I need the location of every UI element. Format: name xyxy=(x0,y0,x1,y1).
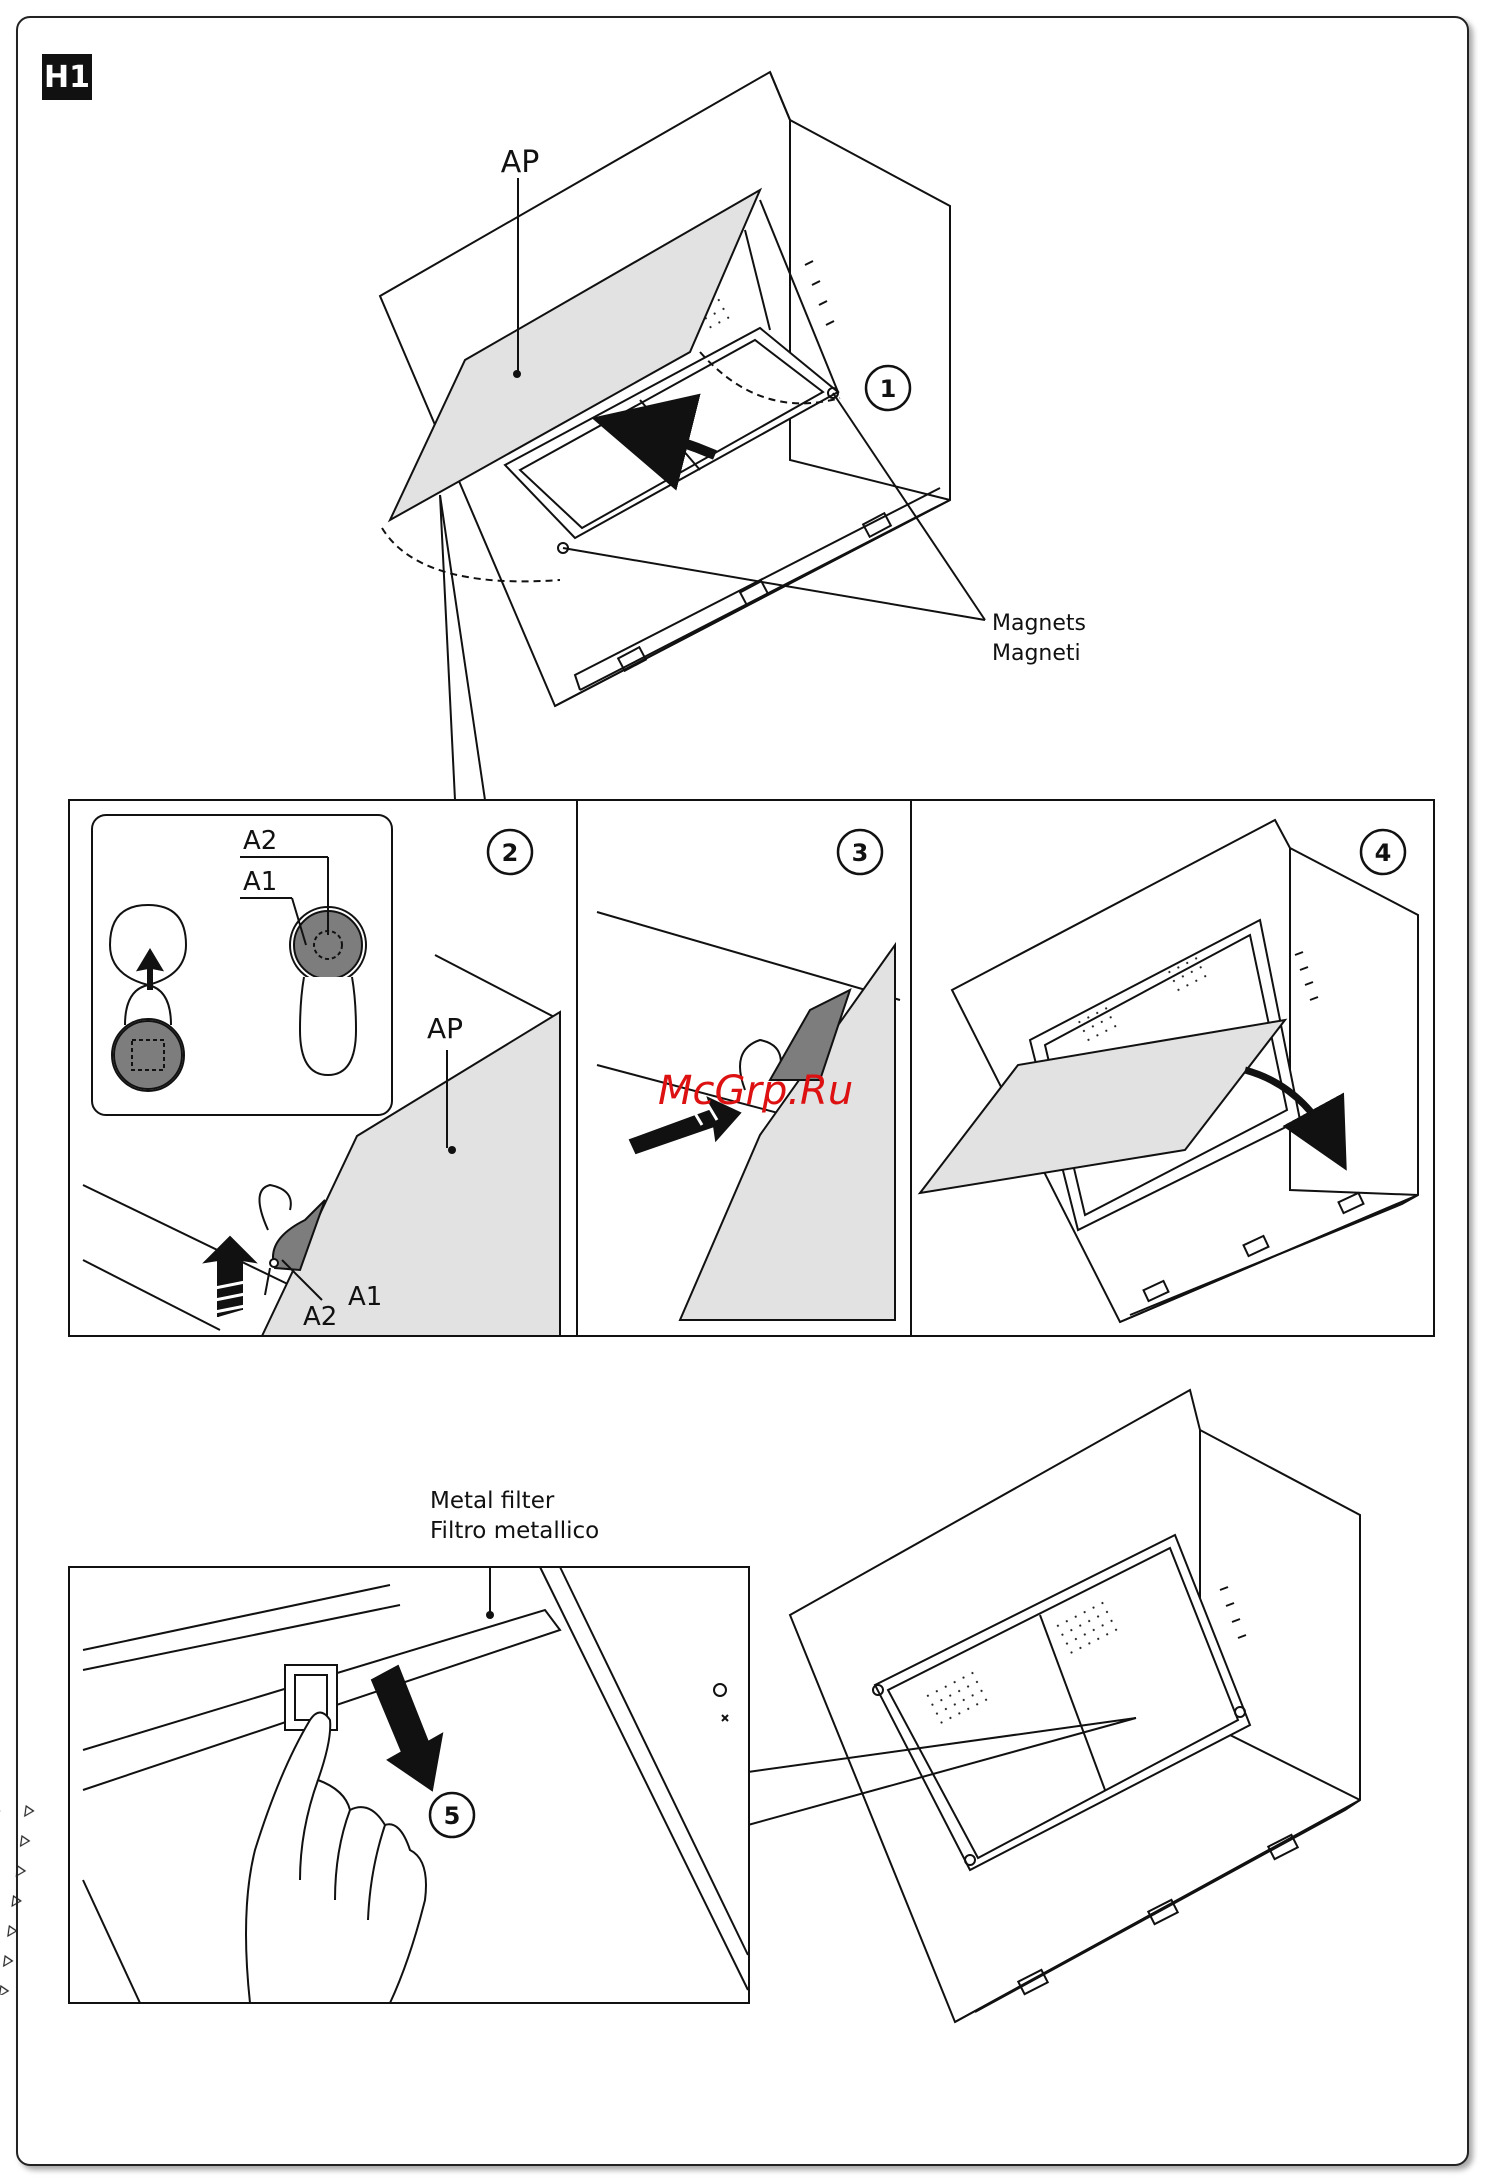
svg-text:4: 4 xyxy=(1375,839,1392,867)
step-3-marker: 3 xyxy=(838,830,882,874)
step-2-marker: 2 xyxy=(488,830,532,874)
label-metal-filter-it: Filtro metallico xyxy=(430,1518,599,1544)
svg-text:2: 2 xyxy=(502,839,519,867)
step-5-marker: 5 xyxy=(430,1793,474,1837)
svg-text:3: 3 xyxy=(852,839,869,867)
label-metal-filter-en: Metal filter xyxy=(430,1488,555,1514)
label-a1-inset: A1 xyxy=(243,867,277,897)
watermark: McGrp.Ru xyxy=(658,1068,853,1114)
svg-text:1: 1 xyxy=(880,375,897,403)
bottom-figure xyxy=(0,1390,1360,2022)
section-badge: H1 xyxy=(42,54,92,100)
label-a2-inset: A2 xyxy=(243,826,277,856)
label-a1-detail: A1 xyxy=(348,1282,382,1312)
label-a2-detail: A2 xyxy=(303,1302,337,1332)
label-ap-panel2: AP xyxy=(427,1012,463,1045)
label-magnets-en: Magnets xyxy=(992,611,1086,636)
label-magnets-it: Magneti xyxy=(992,641,1081,666)
svg-text:5: 5 xyxy=(444,1802,461,1830)
label-ap-top: AP xyxy=(501,145,540,180)
step-1-marker: 1 xyxy=(866,366,910,410)
badge-text: H1 xyxy=(44,60,90,95)
step-4-marker: 4 xyxy=(1361,830,1405,874)
hood-top-figure xyxy=(380,72,985,800)
